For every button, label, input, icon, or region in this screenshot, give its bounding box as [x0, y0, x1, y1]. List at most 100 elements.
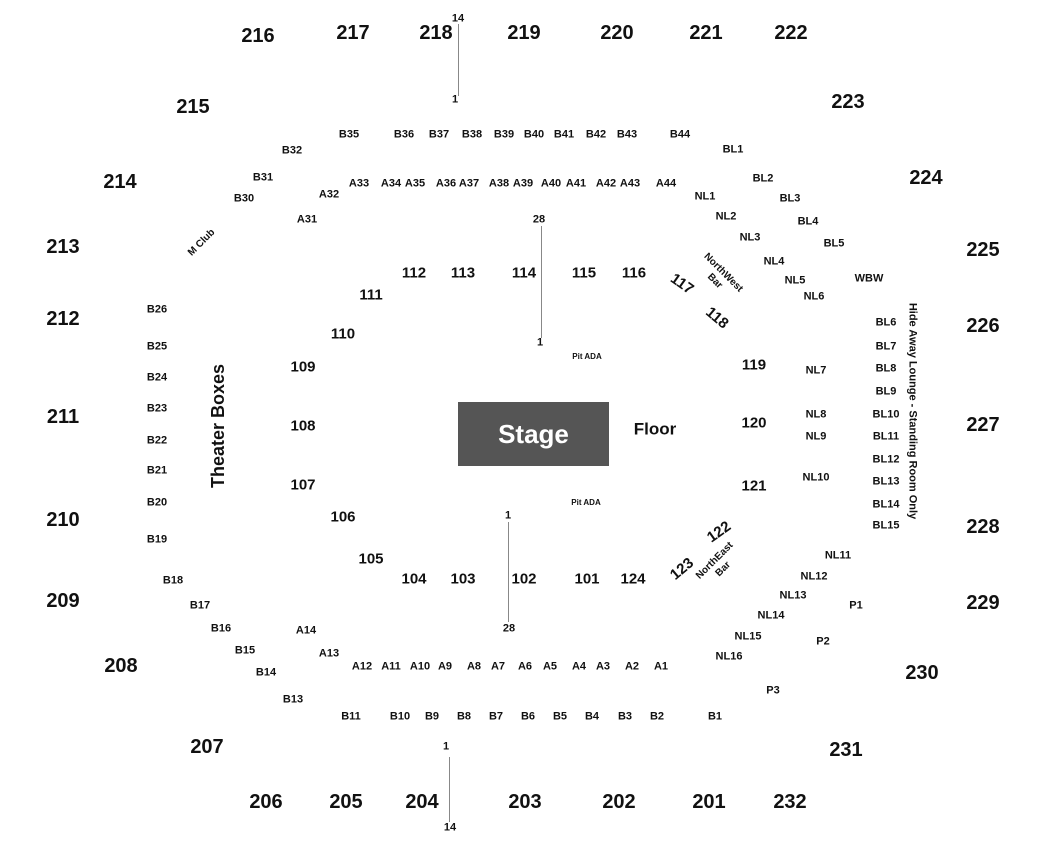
box-nl3[interactable]: NL3 — [739, 231, 761, 244]
box-b17[interactable]: B17 — [189, 599, 211, 612]
section-105[interactable]: 105 — [358, 550, 384, 568]
box-nl2[interactable]: NL2 — [715, 210, 737, 223]
section-225[interactable]: 225 — [966, 239, 1000, 261]
section-217[interactable]: 217 — [336, 22, 370, 44]
box-p3[interactable]: P3 — [766, 684, 780, 697]
box-bl10[interactable]: BL10 — [872, 408, 900, 421]
section-113[interactable]: 113 — [450, 264, 476, 282]
box-a33[interactable]: A33 — [348, 177, 370, 190]
section-120[interactable]: 120 — [741, 414, 767, 432]
box-a35[interactable]: A35 — [404, 177, 426, 190]
box-a38[interactable]: A38 — [488, 177, 510, 190]
box-bl12[interactable]: BL12 — [872, 453, 900, 466]
section-204[interactable]: 204 — [405, 791, 439, 813]
box-a31[interactable]: A31 — [296, 213, 318, 226]
box-b38[interactable]: B38 — [461, 128, 483, 141]
box-a6[interactable]: A6 — [517, 660, 533, 673]
box-b11[interactable]: B11 — [341, 710, 361, 723]
box-bl14[interactable]: BL14 — [872, 498, 900, 511]
section-202[interactable]: 202 — [602, 791, 636, 813]
box-b35[interactable]: B35 — [338, 128, 360, 141]
box-b32[interactable]: B32 — [281, 144, 303, 157]
box-bl3[interactable]: BL3 — [779, 192, 801, 205]
box-b40[interactable]: B40 — [523, 128, 545, 141]
section-107[interactable]: 107 — [290, 476, 316, 494]
box-b25[interactable]: B25 — [146, 340, 168, 353]
box-bl11[interactable]: BL11 — [872, 430, 900, 443]
box-a32[interactable]: A32 — [318, 188, 340, 201]
section-117[interactable]: 117 — [667, 270, 697, 298]
box-b43[interactable]: B43 — [616, 128, 638, 141]
northwest-bar[interactable]: NorthWest Bar — [693, 251, 745, 303]
box-b10[interactable]: B10 — [389, 710, 411, 723]
section-228[interactable]: 228 — [966, 516, 1000, 538]
section-115[interactable]: 115 — [571, 264, 597, 282]
box-p1[interactable]: P1 — [849, 599, 863, 612]
section-215[interactable]: 215 — [176, 96, 210, 118]
box-nl8[interactable]: NL8 — [805, 408, 827, 421]
box-a43[interactable]: A43 — [619, 177, 641, 190]
section-221[interactable]: 221 — [689, 22, 723, 44]
section-210[interactable]: 210 — [46, 509, 80, 531]
section-213[interactable]: 213 — [46, 236, 80, 258]
box-bl9[interactable]: BL9 — [875, 385, 897, 398]
section-121[interactable]: 121 — [741, 477, 767, 495]
box-a1[interactable]: A1 — [653, 660, 669, 673]
pit-ada-bottom[interactable]: Pit ADA — [571, 498, 601, 507]
box-b1[interactable]: B1 — [707, 710, 723, 723]
box-a8[interactable]: A8 — [466, 660, 482, 673]
box-bl6[interactable]: BL6 — [875, 316, 897, 329]
section-109[interactable]: 109 — [290, 358, 316, 376]
m-club-area[interactable]: M Club — [185, 226, 218, 259]
box-b30[interactable]: B30 — [233, 192, 255, 205]
box-b41[interactable]: B41 — [553, 128, 575, 141]
box-b4[interactable]: B4 — [584, 710, 600, 723]
box-b16[interactable]: B16 — [210, 622, 232, 635]
box-b2[interactable]: B2 — [649, 710, 665, 723]
section-114[interactable]: 114 — [511, 264, 537, 282]
box-bl5[interactable]: BL5 — [823, 237, 845, 250]
box-nl7[interactable]: NL7 — [805, 364, 827, 377]
box-b6[interactable]: B6 — [520, 710, 536, 723]
box-bl1[interactable]: BL1 — [722, 143, 744, 156]
wbw-area[interactable]: WBW — [854, 272, 884, 285]
section-222[interactable]: 222 — [774, 22, 808, 44]
section-214[interactable]: 214 — [103, 171, 137, 193]
box-b22[interactable]: B22 — [146, 434, 168, 447]
section-102[interactable]: 102 — [511, 570, 537, 588]
section-211[interactable]: 211 — [46, 406, 80, 428]
box-bl7[interactable]: BL7 — [875, 340, 897, 353]
section-119[interactable]: 119 — [741, 356, 767, 374]
box-b5[interactable]: B5 — [552, 710, 568, 723]
section-219[interactable]: 219 — [507, 22, 541, 44]
box-nl4[interactable]: NL4 — [763, 255, 785, 268]
box-nl5[interactable]: NL5 — [784, 274, 806, 287]
section-103[interactable]: 103 — [450, 570, 476, 588]
box-nl1[interactable]: NL1 — [694, 190, 716, 203]
box-a9[interactable]: A9 — [437, 660, 453, 673]
section-206[interactable]: 206 — [249, 791, 283, 813]
box-b42[interactable]: B42 — [585, 128, 607, 141]
section-226[interactable]: 226 — [966, 315, 1000, 337]
section-101[interactable]: 101 — [574, 570, 600, 588]
box-nl16[interactable]: NL16 — [715, 650, 743, 663]
section-111[interactable]: 111 — [359, 286, 383, 304]
box-b39[interactable]: B39 — [493, 128, 515, 141]
section-110[interactable]: 110 — [330, 325, 356, 343]
box-a37[interactable]: A37 — [458, 177, 480, 190]
box-a5[interactable]: A5 — [542, 660, 558, 673]
section-209[interactable]: 209 — [46, 590, 80, 612]
box-a12[interactable]: A12 — [351, 660, 373, 673]
hide-away-lounge[interactable]: Hide Away Lounge - Standing Room Only — [906, 302, 919, 520]
section-223[interactable]: 223 — [831, 91, 865, 113]
box-b7[interactable]: B7 — [488, 710, 504, 723]
stage[interactable]: Stage — [458, 402, 609, 466]
box-nl11[interactable]: NL11 — [824, 549, 852, 562]
box-a2[interactable]: A2 — [624, 660, 640, 673]
section-104[interactable]: 104 — [401, 570, 427, 588]
box-b26[interactable]: B26 — [146, 303, 168, 316]
box-b24[interactable]: B24 — [146, 371, 168, 384]
box-nl13[interactable]: NL13 — [779, 589, 807, 602]
section-106[interactable]: 106 — [330, 508, 356, 526]
box-bl15[interactable]: BL15 — [872, 519, 900, 532]
